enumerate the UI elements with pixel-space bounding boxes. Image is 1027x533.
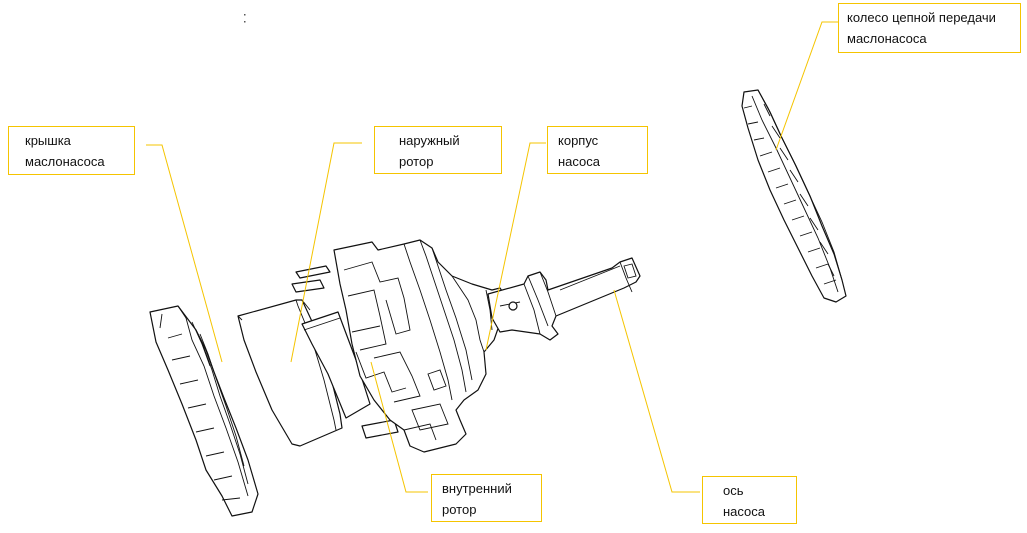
pump-body-part	[333, 239, 509, 453]
leader-lines	[146, 21, 838, 493]
label-pump-body: корпус насоса	[547, 126, 648, 174]
label-inner-rotor: внутренний ротор	[431, 474, 542, 522]
label-chain-sprocket: колесо цепной передачи маслонасоса	[838, 3, 1021, 53]
top-dots	[244, 14, 246, 23]
chain-sprocket-part	[741, 89, 847, 303]
label-pump-shaft: ось насоса	[702, 476, 797, 524]
leader-shaft	[613, 289, 700, 493]
leader-inner-rotor	[370, 361, 428, 493]
outer-rotor-part	[237, 299, 371, 447]
leader-outer-rotor	[290, 142, 362, 363]
pump-shaft-part	[487, 257, 641, 341]
leader-pump-body	[485, 142, 546, 351]
pump-cover-part	[149, 305, 259, 517]
label-outer-rotor: наружный ротор	[374, 126, 502, 174]
leader-sprocket	[775, 21, 838, 151]
dowel-pins	[291, 265, 399, 439]
leader-cover	[146, 144, 223, 363]
label-pump-cover: крышка маслонасоса	[8, 126, 135, 175]
